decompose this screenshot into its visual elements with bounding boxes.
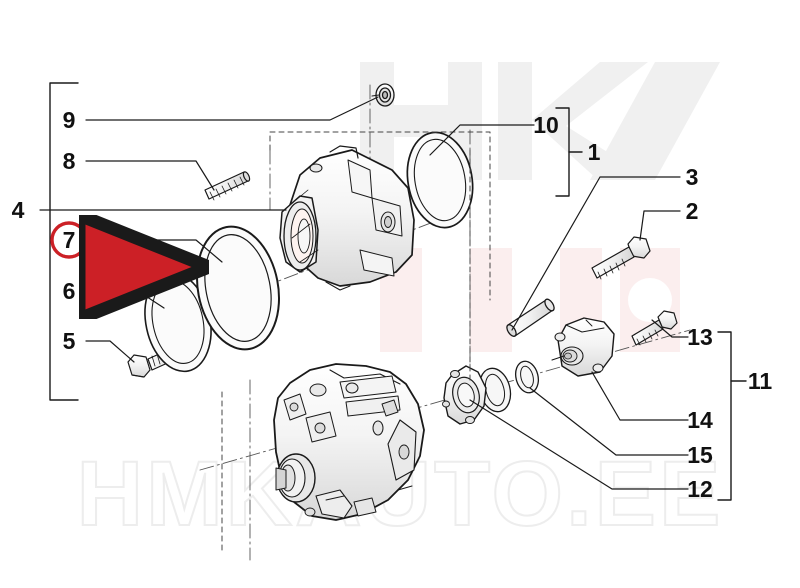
part-15-sealing-washers <box>478 360 540 413</box>
callout-3[interactable]: 3 <box>686 164 699 190</box>
part-13-bolt <box>631 310 678 346</box>
part-9-bolt <box>371 83 395 107</box>
callout-11[interactable]: 11 <box>748 368 773 394</box>
part-12-flange-plate <box>442 365 487 425</box>
callout-12[interactable]: 12 <box>687 476 713 502</box>
callout-14[interactable]: 14 <box>687 407 713 433</box>
leader-9 <box>85 96 379 121</box>
part-8-stud <box>204 171 251 201</box>
callout-8[interactable]: 8 <box>63 148 76 174</box>
leader-10 <box>429 124 535 156</box>
callout-7[interactable]: 7 <box>63 227 76 253</box>
callout-6[interactable]: 6 <box>63 278 76 304</box>
leader-14 <box>591 371 689 421</box>
callout-10[interactable]: 10 <box>533 112 559 138</box>
callout-2[interactable]: 2 <box>686 198 699 224</box>
callout-9[interactable]: 9 <box>63 107 76 133</box>
bracket-group-1 <box>555 107 583 197</box>
callout-15[interactable]: 15 <box>687 442 713 468</box>
part-3-dowel-pin <box>506 298 555 337</box>
callout-4[interactable]: 4 <box>12 197 25 223</box>
callout-1[interactable]: 1 <box>588 139 601 165</box>
leader-15 <box>529 387 689 456</box>
callout-5[interactable]: 5 <box>63 328 76 354</box>
bracket-group-11 <box>717 331 747 501</box>
group-outline-dashes <box>221 131 491 553</box>
leader-13 <box>651 319 689 338</box>
leader-2 <box>639 210 681 241</box>
part-4-pump-housing <box>279 145 415 291</box>
part-10-o-ring <box>406 131 474 229</box>
leader-3 <box>511 176 681 331</box>
part-2-bolt <box>591 236 651 280</box>
leader-lines <box>39 96 689 490</box>
leader-12 <box>469 399 689 490</box>
left-frame-bracket <box>49 82 79 401</box>
leader-8 <box>85 160 215 191</box>
part-1-pump-assembly <box>273 363 425 521</box>
leader-5 <box>85 340 135 363</box>
part-14-regulator-valve <box>551 317 615 377</box>
callout-13[interactable]: 13 <box>687 324 713 350</box>
